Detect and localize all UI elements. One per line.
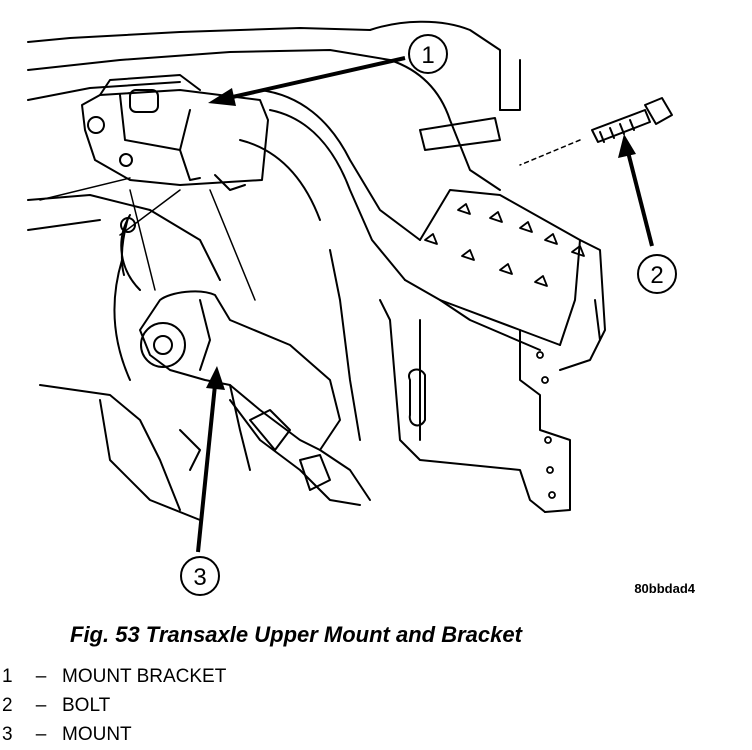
- mount-bracket: [81, 74, 269, 191]
- legend-item: 3 –MOUNT: [2, 720, 602, 749]
- mount: [139, 290, 341, 471]
- callout-3: 3: [180, 556, 220, 596]
- callout-arrow-2: [618, 134, 654, 247]
- transaxle-housing: [27, 194, 371, 521]
- legend-dash: –: [35, 695, 47, 716]
- legend-label: BOLT: [62, 695, 111, 716]
- callout-arrow-1: [208, 56, 406, 106]
- legend-number: 3: [2, 724, 13, 745]
- callout-2: 2: [637, 254, 677, 294]
- legend-dash: –: [35, 666, 47, 687]
- legend-label: MOUNT: [62, 724, 132, 745]
- transaxle-mount-diagram: 1 2 3 80bbdad4: [27, 20, 696, 596]
- svg-text:3: 3: [193, 564, 206, 591]
- bolt: [519, 97, 673, 166]
- leader-lines: [39, 177, 256, 301]
- legend-number: 1: [2, 666, 13, 687]
- frame-rail: [27, 20, 521, 281]
- ground-strap: [120, 217, 136, 276]
- svg-text:2: 2: [650, 262, 663, 289]
- callout-1: 1: [408, 34, 448, 74]
- legend-item: 2 –BOLT: [2, 691, 602, 720]
- legend: 1–MOUNT BRACKET 2–BOLT 3–MOUNT: [2, 662, 602, 749]
- svg-text:1: 1: [421, 42, 434, 69]
- figure-code: 80bbdad4: [634, 581, 695, 596]
- side-bracket: [379, 189, 606, 513]
- legend-dash: –: [35, 724, 47, 745]
- figure-caption: Fig. 53 Transaxle Upper Mount and Bracke…: [70, 622, 522, 647]
- rivets: [424, 203, 585, 499]
- legend-item: 1 –MOUNT BRACKET: [2, 662, 602, 691]
- legend-label: MOUNT BRACKET: [62, 666, 227, 687]
- legend-number: 2: [2, 695, 13, 716]
- callout-arrow-3: [196, 366, 225, 553]
